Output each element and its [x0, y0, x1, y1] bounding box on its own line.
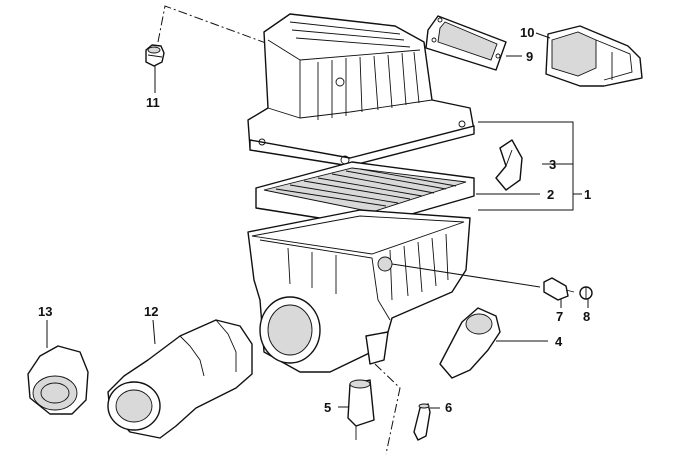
callout-1: 1 — [584, 187, 591, 202]
callout-11: 11 — [146, 95, 160, 110]
upper-housing-lid — [247, 13, 475, 167]
callout-6: 6 — [445, 400, 452, 415]
callout-9: 9 — [526, 49, 533, 64]
part-10-air-duct — [545, 25, 643, 87]
callout-8: 8 — [583, 309, 590, 324]
part-2-filter-element — [255, 161, 475, 227]
part-13-sleeve — [27, 345, 89, 415]
callout-5: 5 — [324, 400, 331, 415]
part-8-bolt — [579, 286, 593, 300]
callout-7: 7 — [556, 309, 563, 324]
callout-2: 2 — [547, 187, 554, 202]
part-6-pin — [413, 403, 431, 441]
part-4-intake-hose — [439, 307, 501, 379]
part-7-sensor — [543, 277, 575, 301]
callout-12: 12 — [144, 304, 158, 319]
lower-housing — [247, 209, 471, 373]
callout-4: 4 — [555, 334, 563, 349]
part-12-large-hose — [107, 319, 253, 439]
callout-10: 10 — [520, 25, 534, 40]
part-5-grommet — [347, 379, 375, 440]
part-9-gasket — [425, 15, 507, 71]
callout-3: 3 — [549, 157, 556, 172]
part-3-clip — [495, 139, 523, 191]
part-11-nut — [145, 44, 165, 67]
callout-13: 13 — [38, 304, 52, 319]
